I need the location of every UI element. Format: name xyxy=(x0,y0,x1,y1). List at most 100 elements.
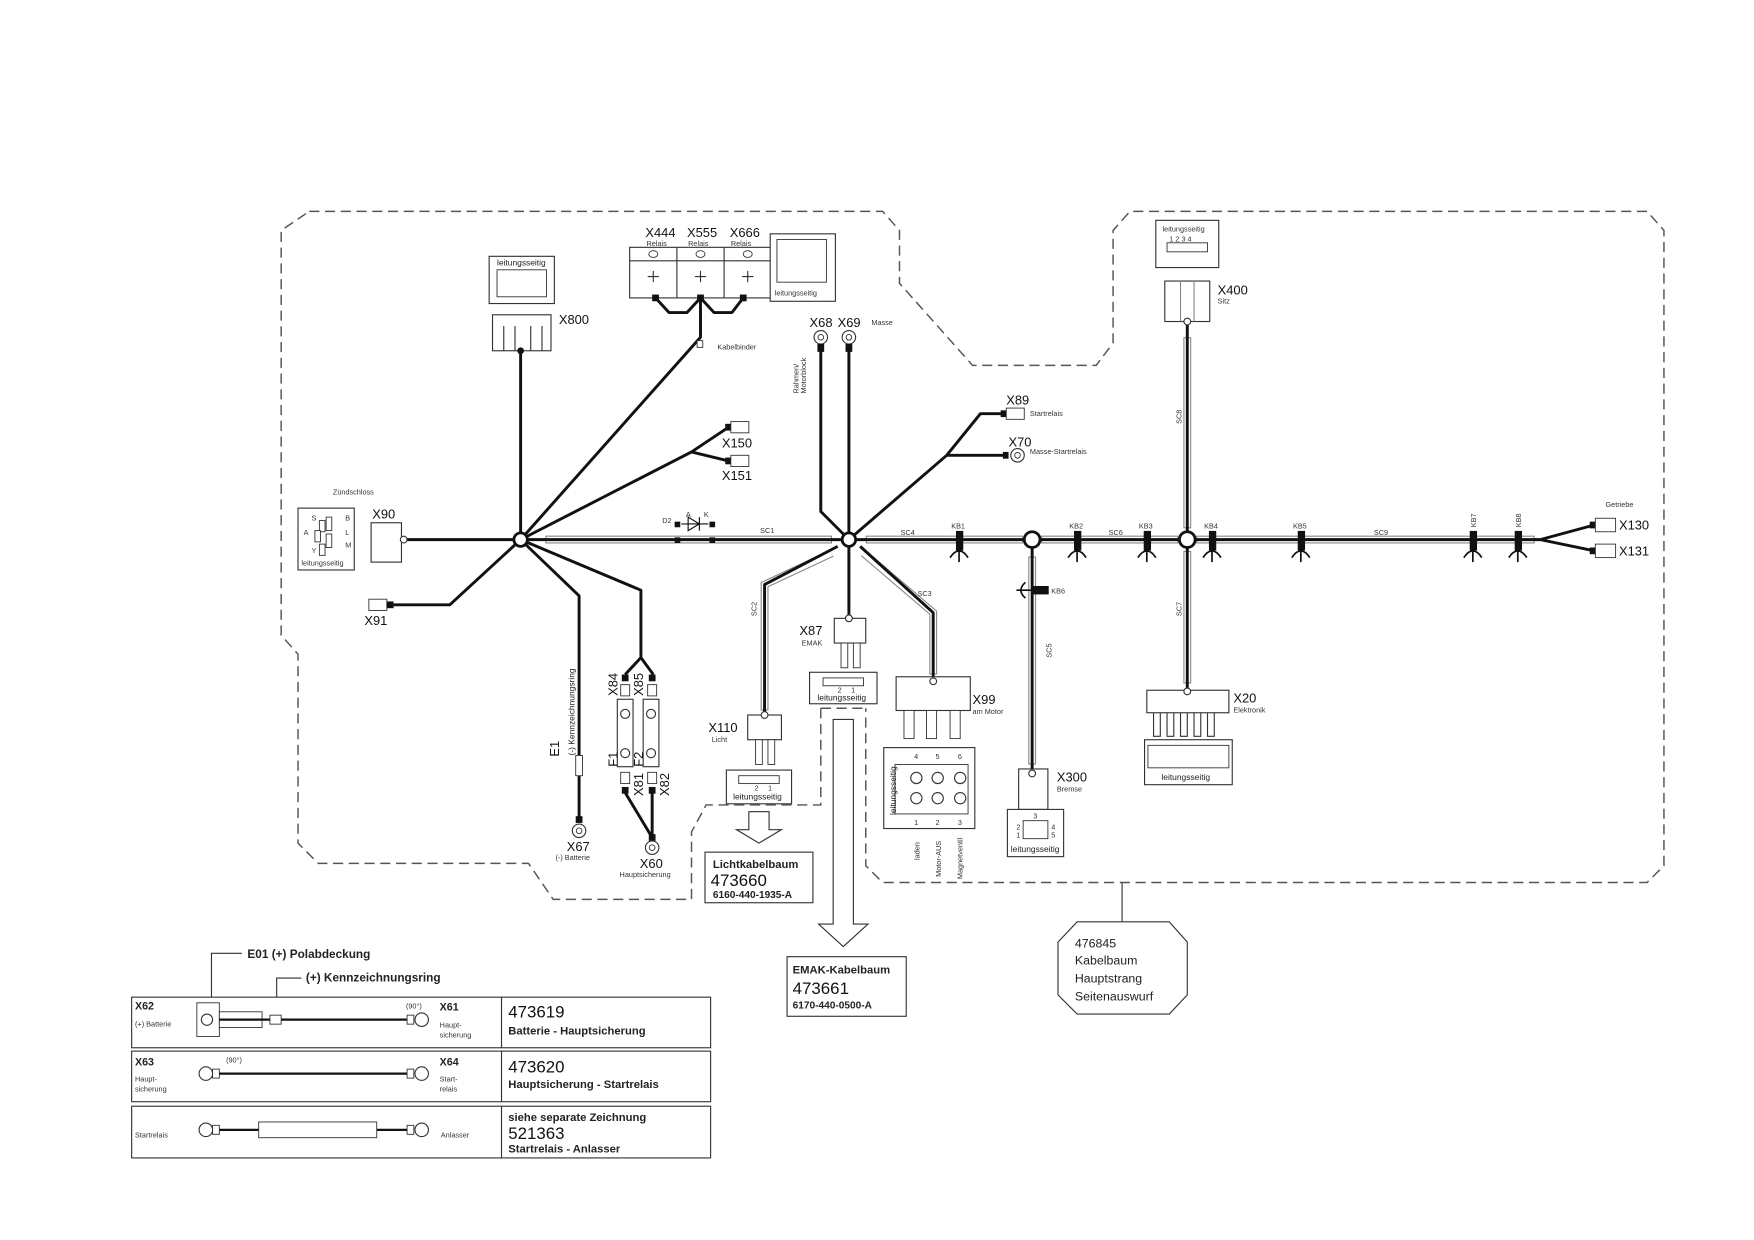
x300-pin-1: 1 xyxy=(1016,831,1020,840)
desc-x20: Elektronik xyxy=(1233,706,1265,715)
row3-name: Startrelais - Anlasser xyxy=(508,1143,621,1155)
pin-m: M xyxy=(345,540,351,549)
row2-right-id: X64 xyxy=(440,1057,459,1069)
label-x20: X20 xyxy=(1233,691,1256,706)
label-kabelbinder: Kabelbinder xyxy=(717,343,757,352)
row2-right-desc-2: relais xyxy=(440,1085,458,1094)
desc-x444: Relais xyxy=(647,239,668,248)
desc-x60: Hauptsicherung xyxy=(620,870,671,879)
subharness-emak[interactable]: EMAK-Kabelbaum 473661 6170-440-0500-A xyxy=(786,956,907,1017)
row1-left-desc: (+) Batterie xyxy=(135,1019,171,1028)
callout-polabdeckung: E01 (+) Polabdeckung xyxy=(247,947,370,961)
emak-title: EMAK-Kabelbaum xyxy=(793,965,890,977)
licht-code: 6160-440-1935-A xyxy=(713,890,793,901)
label-sc5: SC5 xyxy=(1044,643,1053,657)
cable-table: E01 (+) Polabdeckung (+) Kennzeichnungsr… xyxy=(131,947,712,1159)
clip-kb6 xyxy=(1016,581,1049,599)
emak-code: 6170-440-0500-A xyxy=(793,1000,873,1011)
plug-x131 xyxy=(1589,543,1617,559)
label-rahmen: Rahmen/ xyxy=(791,363,800,394)
label-x87: X87 xyxy=(799,623,822,638)
label-kb5: KB5 xyxy=(1293,521,1307,530)
label-x91: X91 xyxy=(364,613,387,628)
pin-y: Y xyxy=(312,546,317,555)
label-getriebe: Getriebe xyxy=(1605,500,1633,509)
x99-func-motor-aus: Motor-AUS xyxy=(934,841,943,877)
x87-pin-1: 1 xyxy=(851,686,855,695)
subharness-main[interactable]: 476845 Kabelbaum Hauptstrang Seitenauswu… xyxy=(1057,921,1188,1015)
diode-d2 xyxy=(674,516,716,543)
callout-kennzeichnungsring: (+) Kennzeichnungsring xyxy=(306,970,441,984)
row1-angle: (90°) xyxy=(406,1001,422,1010)
label-x555: X555 xyxy=(687,225,717,240)
label-x69: X69 xyxy=(838,315,861,330)
ring-x67 xyxy=(571,816,587,839)
row2-name: Hauptsicherung - Startrelais xyxy=(508,1079,658,1091)
pin-s: S xyxy=(312,514,317,523)
row3-right-desc: Anlasser xyxy=(441,1131,470,1140)
main-line1: Kabelbaum xyxy=(1075,954,1138,968)
label-kb6: KB6 xyxy=(1051,587,1065,596)
main-line2: Hauptstrang xyxy=(1075,972,1142,986)
x110-pin-1: 1 xyxy=(768,783,772,792)
label-d2: D2 xyxy=(662,516,671,525)
harness-boundary-left xyxy=(280,210,1665,901)
plug-x151 xyxy=(725,454,750,467)
ring-x60 xyxy=(644,834,660,855)
desc-x110: Licht xyxy=(712,735,727,744)
pin-b: B xyxy=(345,514,350,523)
wires xyxy=(393,296,1595,839)
connector-x99 xyxy=(883,676,976,830)
junction-nodes xyxy=(512,530,1197,549)
sleeves xyxy=(545,337,1535,765)
cable-row-473620[interactable]: X63 Haupt- sicherung (90°) X64 Start- re… xyxy=(131,1050,712,1103)
ignition-switch xyxy=(297,507,355,571)
label-x67: X67 xyxy=(567,839,590,854)
label-masse: Masse xyxy=(871,318,893,327)
label-x151: X151 xyxy=(722,468,752,483)
label-x85: X85 xyxy=(631,673,646,696)
x300-pin-5: 5 xyxy=(1051,831,1055,840)
x87-leitungsseitig: leitungsseitig xyxy=(817,692,866,702)
clip-kb3 xyxy=(1137,530,1157,563)
label-f2: F2 xyxy=(631,752,646,767)
desc-e1: (-) Kennzeichnungsring xyxy=(567,668,577,755)
label-x99: X99 xyxy=(973,692,996,707)
label-sc6: SC6 xyxy=(1109,528,1123,537)
label-motorblock: Motorblock xyxy=(799,357,808,393)
cable-row-473619[interactable]: X62 (+) Batterie (90°) X61 Haupt- sicher… xyxy=(131,996,712,1049)
clip-kb1 xyxy=(949,530,969,563)
clip-kb5 xyxy=(1291,530,1311,563)
plug-x91 xyxy=(368,598,394,611)
row3-left-desc: Startrelais xyxy=(135,1131,168,1140)
pin-l: L xyxy=(345,528,349,537)
ring-x70 xyxy=(1002,447,1025,463)
label-x70: X70 xyxy=(1009,434,1032,449)
pin-a: A xyxy=(304,528,309,537)
arrow-emak-icon xyxy=(817,718,870,948)
connector-x800 xyxy=(488,255,555,355)
emak-number: 473661 xyxy=(793,979,849,998)
x400-pins: 1 2 3 4 xyxy=(1169,235,1191,244)
x99-func-laden: laden xyxy=(913,842,922,860)
label-sc2: SC2 xyxy=(750,602,759,616)
licht-title: Lichtkabelbaum xyxy=(713,859,799,871)
row2-number: 473620 xyxy=(508,1057,564,1076)
connector-x110 xyxy=(725,711,793,805)
subharness-licht[interactable]: Lichtkabelbaum 473660 6160-440-1935-A xyxy=(704,851,814,904)
cable-row-521363[interactable]: Startrelais Anlasser siehe separate Zeic… xyxy=(131,1105,712,1159)
cable-clips xyxy=(949,530,1528,599)
ring-terminals-x68-x69 xyxy=(813,329,857,352)
label-x81: X81 xyxy=(631,773,646,796)
clip-kb4 xyxy=(1202,530,1222,563)
desc-x400: Sitz xyxy=(1218,297,1231,306)
marking-ring-e1 xyxy=(575,755,583,777)
label-kb2: KB2 xyxy=(1069,521,1083,530)
label-sc7: SC7 xyxy=(1175,602,1184,616)
x110-pin-2: 2 xyxy=(754,783,758,792)
x99-func-magnetventil: Magnetventil xyxy=(955,837,964,879)
x99-leitungsseitig: leitungsseitig xyxy=(888,766,898,815)
row1-number: 473619 xyxy=(508,1002,564,1021)
label-x84: X84 xyxy=(605,673,620,696)
clip-kb2 xyxy=(1067,530,1087,563)
